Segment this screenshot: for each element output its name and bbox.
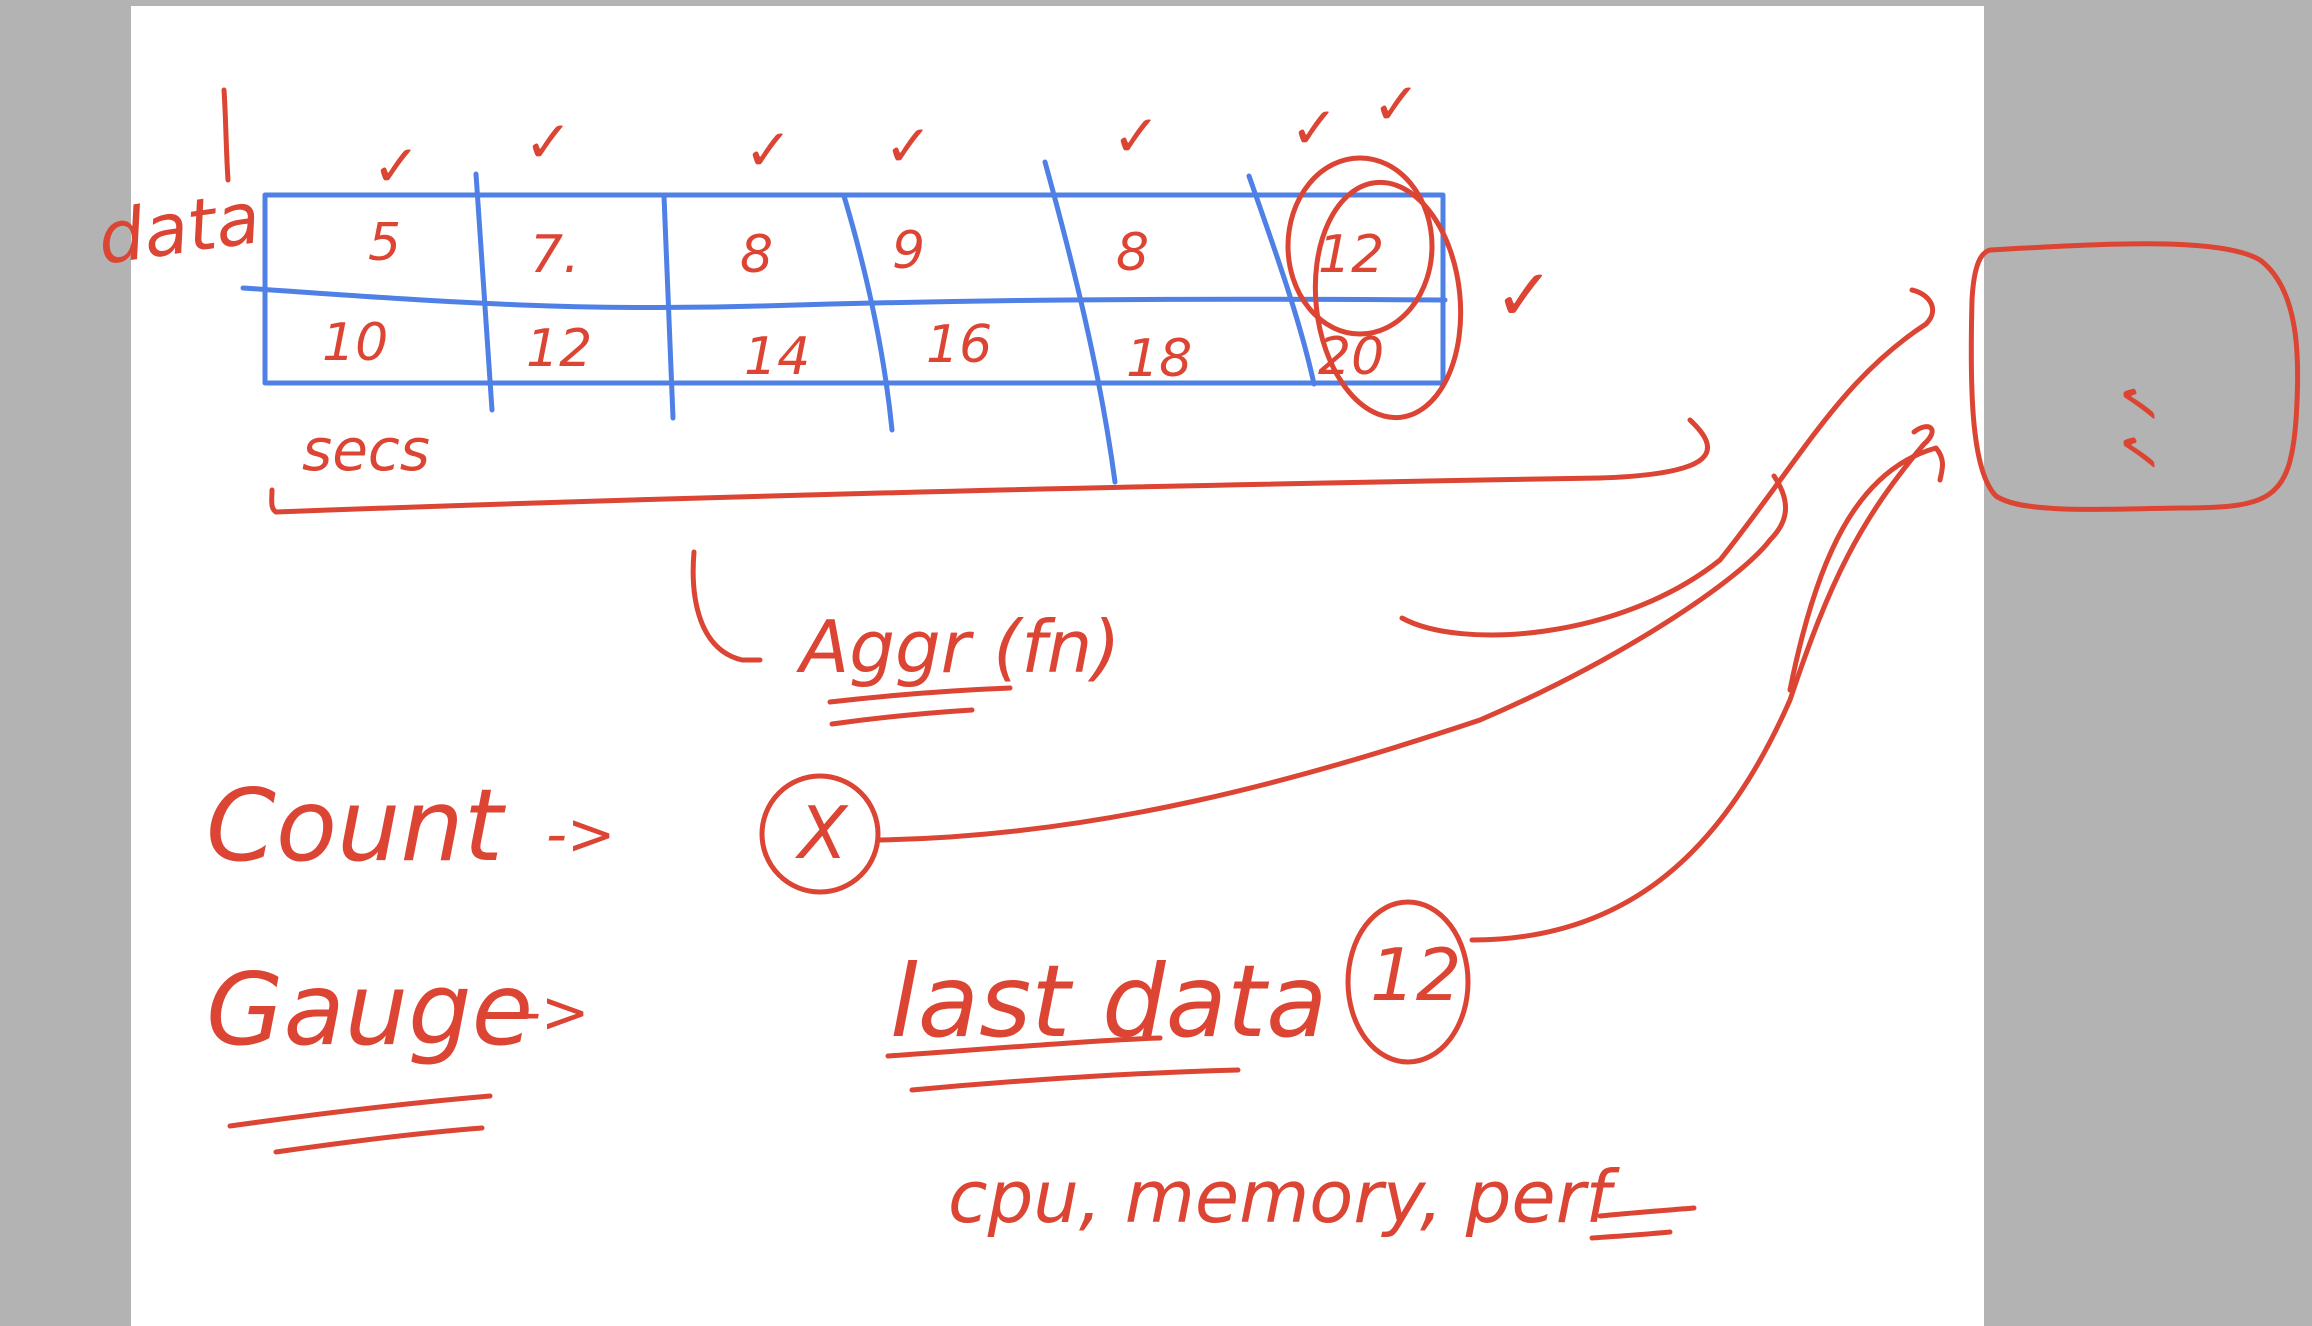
secs-bracket	[269, 417, 1710, 515]
check-icon: ✓	[884, 112, 933, 180]
last-value-circle	[1345, 899, 1471, 1065]
examples-label: cpu, memory, perf	[948, 1155, 1620, 1239]
gauge-to-box-arrow	[1469, 424, 1935, 943]
last-data-underline	[909, 1067, 1241, 1093]
count-value: X	[794, 791, 849, 875]
check-icon: ✓	[1290, 94, 1339, 162]
table-cell: 5	[368, 213, 401, 273]
row-label-secs: secs	[302, 416, 430, 484]
highlight-oval	[1312, 179, 1464, 421]
table-col-divider	[1042, 159, 1118, 485]
last-value: 12	[1370, 933, 1462, 1017]
storage-box	[1968, 241, 2301, 512]
table-cell: 8	[740, 225, 773, 285]
table-col-divider	[841, 193, 895, 433]
whiteboard-page	[131, 6, 1984, 1326]
aggr-underline	[827, 685, 1013, 705]
table-cell: 12	[526, 319, 592, 379]
table-row-divider	[240, 285, 1448, 311]
examples-underline	[1589, 1229, 1673, 1241]
table-col-divider	[661, 193, 676, 421]
gauge-to-box-arrow	[1787, 445, 1945, 693]
checkmark-row: ✓ ✓ ✓ ✓ ✓ ✓ ✓ ✓	[372, 70, 1554, 337]
aggr-underline	[829, 707, 975, 727]
aggr-to-box-arrow	[1399, 287, 1935, 638]
count-arrow: ->	[546, 800, 616, 868]
row-label-data: data	[93, 175, 265, 281]
check-icon: ✓	[1372, 70, 1421, 138]
table-cell: 16	[926, 315, 992, 375]
aggr-hook	[690, 549, 763, 663]
table-cell: 18	[1126, 329, 1192, 389]
gauge-underline	[273, 1125, 485, 1155]
box-marks: ✓✓	[2104, 380, 2172, 477]
table-cell: 7.	[530, 225, 580, 285]
table-col-divider	[1246, 173, 1317, 387]
check-icon: ✓	[372, 132, 421, 200]
gauge-underline	[227, 1093, 493, 1129]
check-icon: ✓	[524, 108, 573, 176]
table-data-row: 5 7. 8 9 8 12	[368, 213, 1384, 285]
examples-underline	[1597, 1205, 1697, 1219]
table-cell: 8	[1116, 223, 1149, 283]
table-cell: 10	[322, 313, 388, 373]
aggr-label: Aggr (fn)	[796, 605, 1120, 689]
table-cell: 14	[744, 327, 810, 387]
count-to-box-arrow	[877, 473, 1788, 843]
table-col-divider	[473, 171, 495, 413]
table-cell: 12	[1318, 225, 1384, 285]
check-icon: ✓	[744, 116, 793, 184]
time-series-table	[240, 159, 1448, 485]
count-value-circle	[759, 773, 881, 895]
time-axis-mark	[221, 87, 231, 183]
table-secs-row: 10 12 14 16 18 20	[322, 313, 1384, 389]
table-cell: 9	[892, 221, 925, 281]
highlight-circle	[1285, 155, 1435, 337]
count-label: Count	[206, 767, 507, 884]
gauge-arrow: ->	[520, 978, 590, 1046]
last-data-underline	[885, 1035, 1163, 1059]
check-icon: ✓	[1494, 253, 1554, 337]
gauge-label: Gauge	[206, 951, 533, 1068]
check-icon: ✓	[1112, 102, 1161, 170]
